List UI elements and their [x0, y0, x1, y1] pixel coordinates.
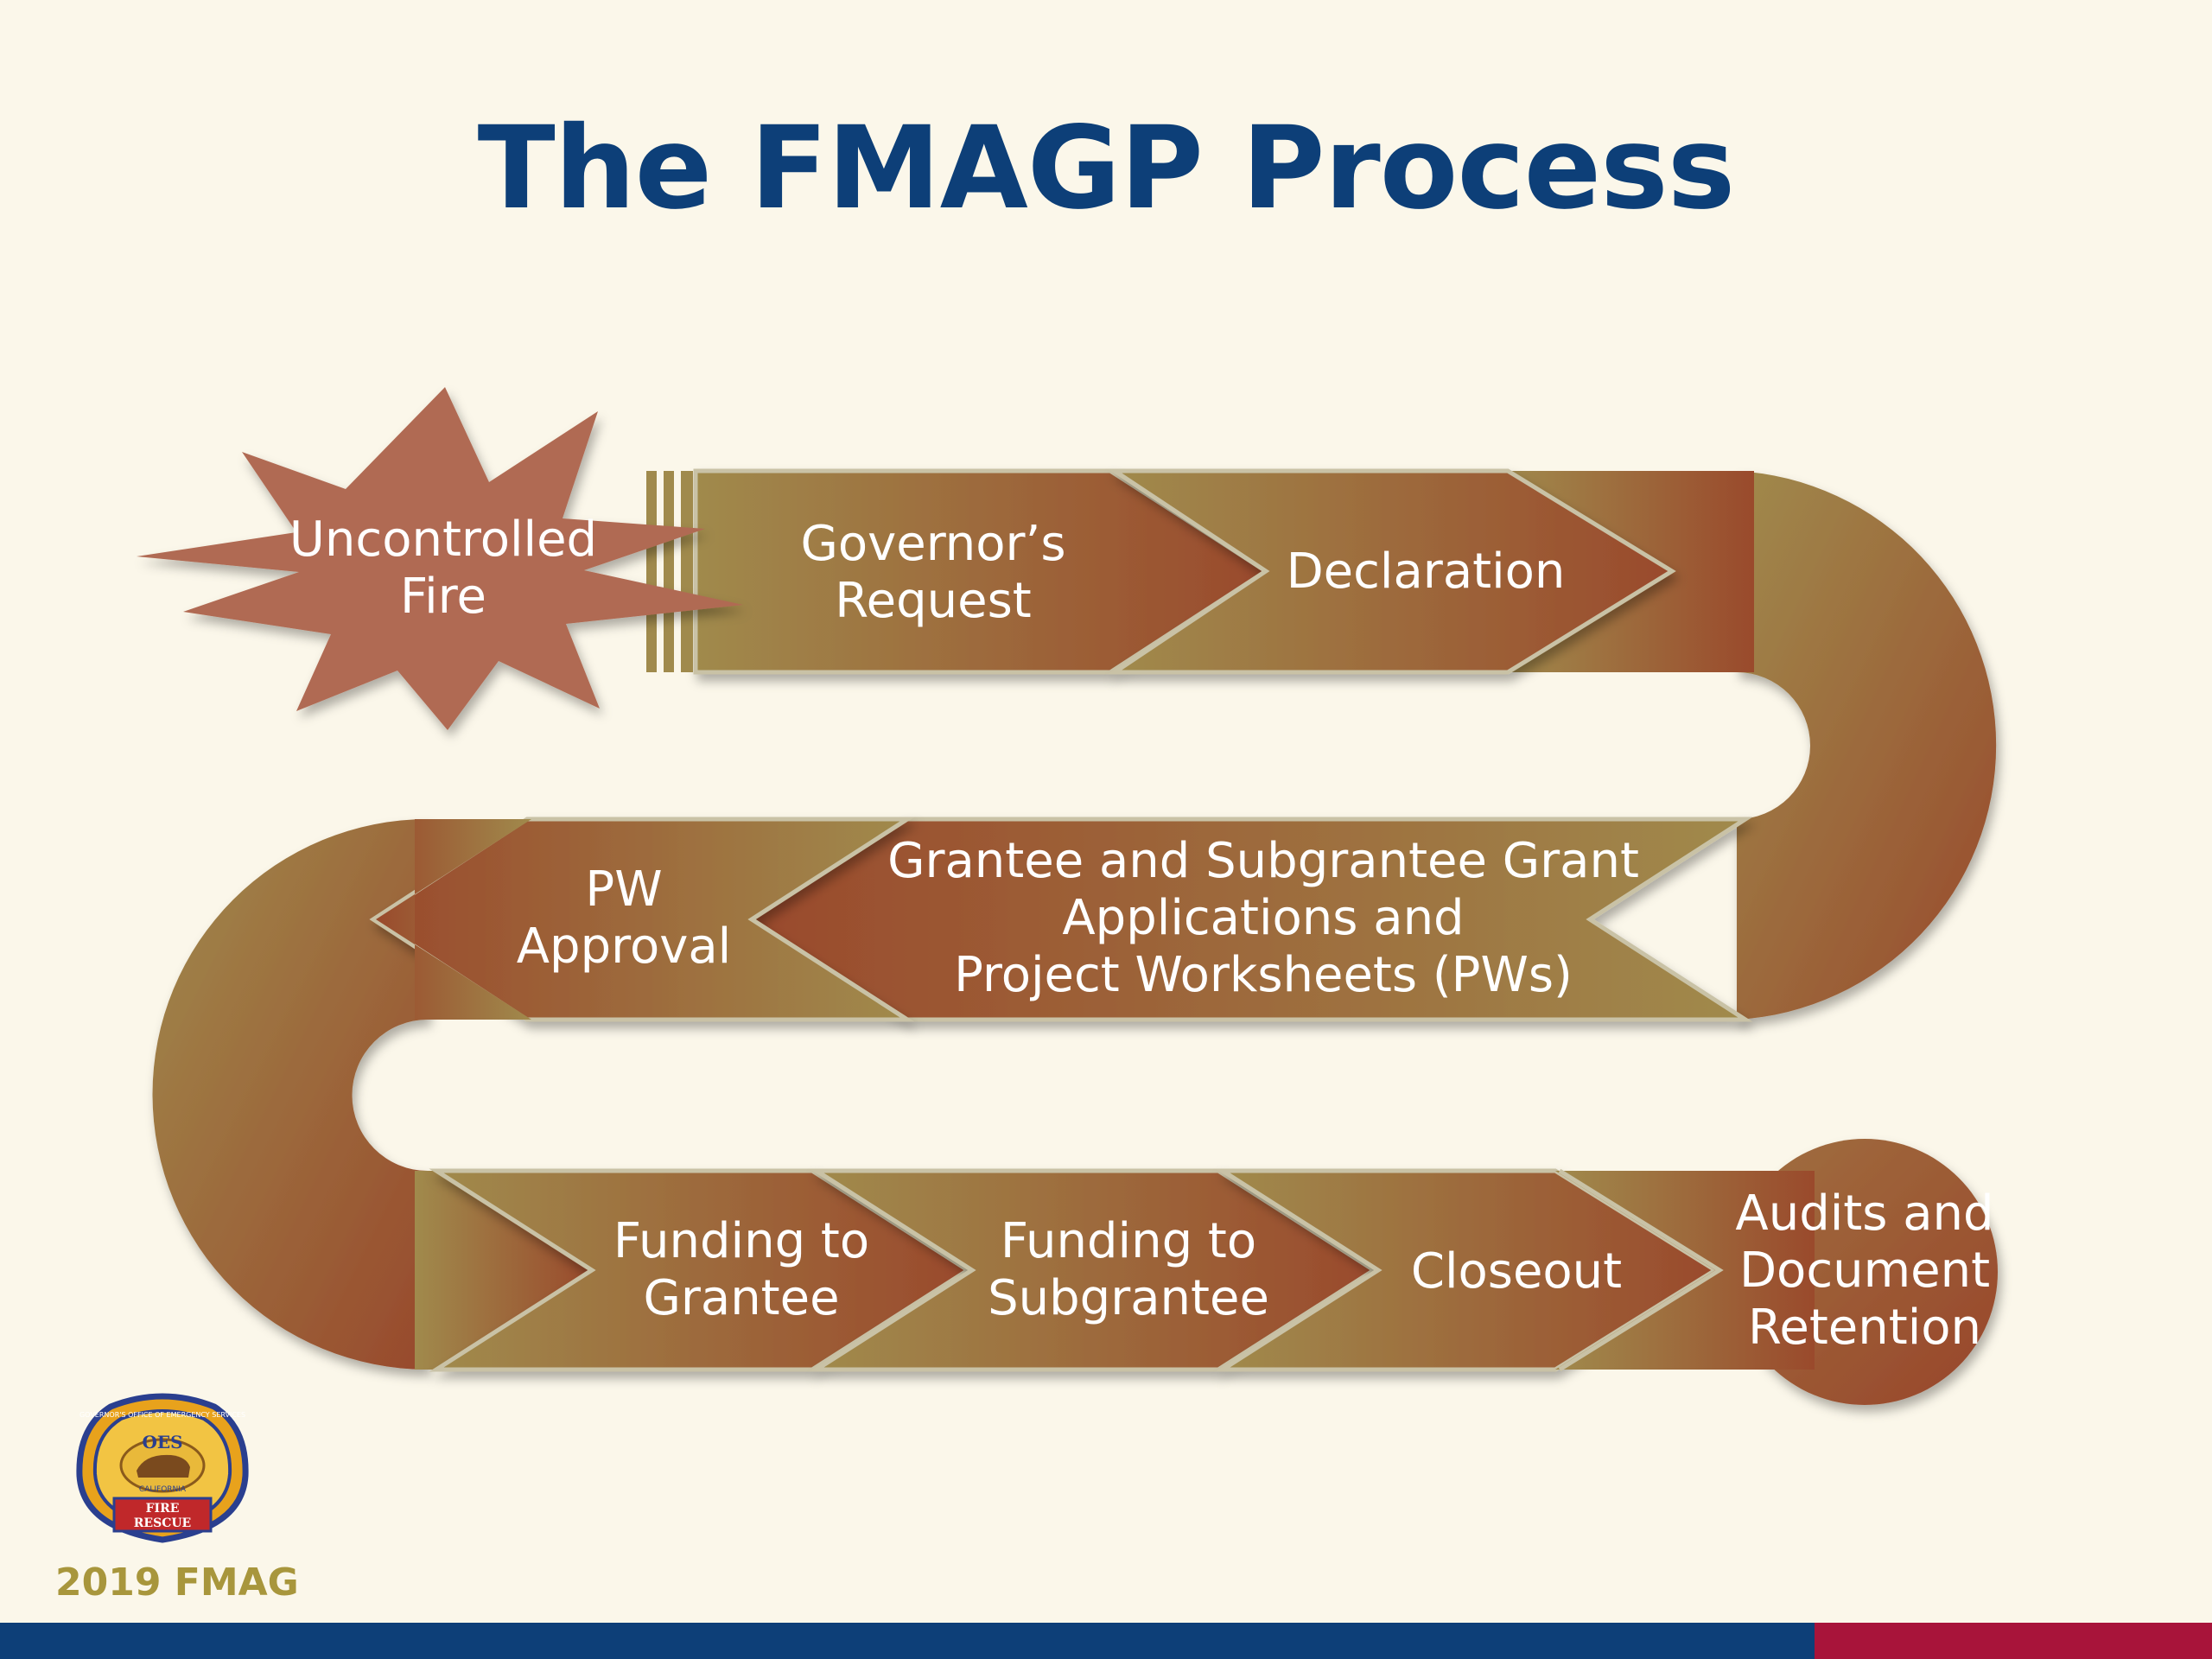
- label-closeout: Closeout: [1411, 1243, 1622, 1300]
- stripe: [681, 471, 693, 672]
- badge-center-text: OES: [142, 1432, 182, 1452]
- arrow-funding-to-subgrantee: [809, 1168, 1378, 1372]
- step-label-line: Project Worksheets (PWs): [954, 947, 1573, 1003]
- step-label-line: Grantee: [643, 1270, 839, 1326]
- oes-fire-rescue-badge-icon: GOVERNOR'S OFFICE OF EMERGENCY SERVICES …: [76, 1393, 249, 1543]
- audits-chevron-edge: [1558, 1168, 1724, 1372]
- step-label-line: Fire: [400, 569, 486, 625]
- step-label-line: Applications and: [1062, 890, 1464, 946]
- badge-banner-fire: FIRE: [146, 1502, 180, 1516]
- arrow-declaration: [1107, 468, 1676, 675]
- step-label-line: Declaration: [1287, 543, 1566, 600]
- step-label-line: PW: [585, 861, 662, 918]
- step-label-line: Audits and: [1735, 1185, 1993, 1242]
- footer-label: 2019 FMAG: [55, 1560, 299, 1605]
- step-label-line: Request: [835, 573, 1031, 629]
- step-label-line: Uncontrolled: [289, 512, 597, 568]
- slide-title: The FMAGP Process: [477, 102, 1736, 235]
- stripe: [646, 471, 657, 672]
- bottom-bar-red: [1815, 1623, 2212, 1659]
- stripe: [664, 471, 674, 672]
- badge-ring-text: GOVERNOR'S OFFICE OF EMERGENCY SERVICES: [79, 1411, 245, 1419]
- label-declaration: Declaration: [1287, 543, 1566, 600]
- arrow-funding-to-grantee: [429, 1168, 972, 1372]
- step-label-line: Governor’s: [800, 516, 1065, 572]
- step-label-line: Approval: [517, 918, 731, 975]
- bottom-bar-blue: [0, 1623, 1815, 1659]
- left-u-turn: [152, 819, 428, 1370]
- row3-connector: [415, 1171, 592, 1370]
- step-label-line: Document: [1739, 1243, 1990, 1299]
- right-u-turn: [1737, 471, 1997, 1020]
- step-label-line: Funding to: [613, 1213, 869, 1269]
- row2-connector: [376, 819, 531, 1020]
- step-label-line: Closeout: [1411, 1243, 1622, 1300]
- step-label-line: Funding to: [1001, 1213, 1256, 1269]
- step-label-line: Grantee and Subgrantee Grant: [887, 833, 1639, 889]
- badge-banner-rescue: RESCUE: [134, 1516, 191, 1530]
- badge-state-text: CALIFORNIA: [139, 1485, 187, 1494]
- audits-connector: [1555, 1171, 1815, 1370]
- uncontrolled-fire-starburst-icon: [137, 387, 743, 730]
- step-label-line: Subgrantee: [988, 1270, 1269, 1326]
- step-label-line: Retention: [1748, 1300, 1981, 1356]
